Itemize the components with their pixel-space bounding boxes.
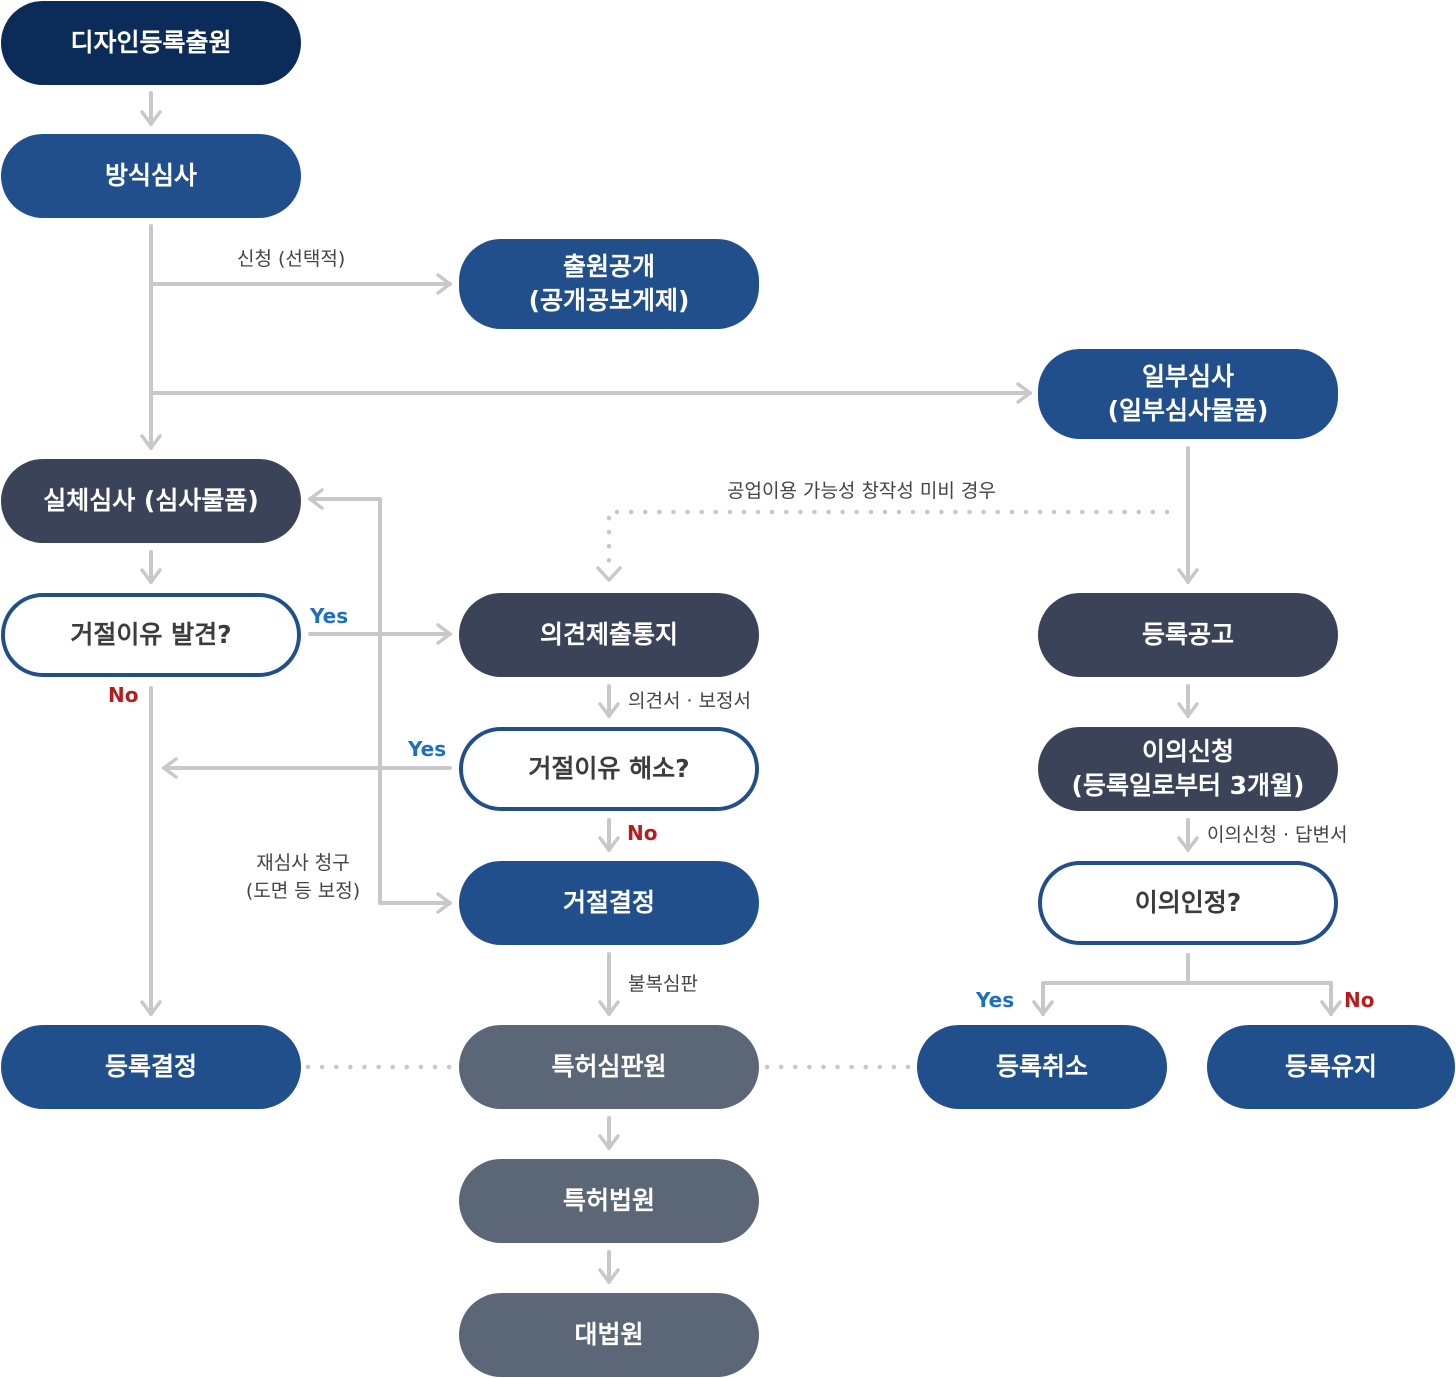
node-ip-tribunal: 특허심판원 xyxy=(459,1025,759,1109)
node-rejection-decision: 거절결정 xyxy=(459,861,759,945)
node-label: 대법원 xyxy=(574,1320,644,1349)
node-opinion-notice: 의견제출통지 xyxy=(459,593,759,677)
node-label-line2: (일부심사물품) xyxy=(1107,396,1269,425)
node-label: 거절이유 발견? xyxy=(70,620,232,649)
node-label: 특허법원 xyxy=(562,1186,655,1215)
node-label-line1: 출원공개 xyxy=(562,252,655,281)
node-label: 등록결정 xyxy=(104,1052,197,1081)
node-partial-exam: 일부심사 (일부심사물품) xyxy=(1038,349,1338,439)
node-rejection-resolved: 거절이유 해소? xyxy=(459,727,759,811)
node-label-line2: (공개공보게제) xyxy=(528,286,690,315)
node-label-line2: (등록일로부터 3개월) xyxy=(1071,771,1305,800)
branch-accepted xyxy=(1032,953,1190,1016)
node-substantive-exam: 실체심사 (심사물품) xyxy=(1,459,301,543)
node-registration-maintain: 등록유지 xyxy=(1207,1025,1455,1109)
node-opposition: 이의신청 (등록일로부터 3개월) xyxy=(1038,727,1338,811)
reexam-loop-up xyxy=(308,488,382,905)
node-label: 등록공고 xyxy=(1141,620,1234,649)
node-label: 등록유지 xyxy=(1284,1052,1377,1081)
label-yes-rejection-found: Yes xyxy=(310,604,349,628)
node-label: 디자인등록출원 xyxy=(70,28,232,57)
label-reexam-line1: 재심사 청구 xyxy=(256,852,350,874)
node-label: 이의인정? xyxy=(1134,888,1242,917)
node-patent-court: 특허법원 xyxy=(459,1159,759,1243)
label-reexam-request: 재심사 청구 (도면 등 보정) xyxy=(232,849,374,905)
label-yes-rejection-resolved: Yes xyxy=(408,737,447,761)
label-no-rejection-resolved: No xyxy=(627,821,658,845)
dotted-arrow-head xyxy=(596,566,622,582)
node-label: 거절이유 해소? xyxy=(528,754,690,783)
label-appeal: 불복심판 xyxy=(628,973,698,995)
label-yes-opposition-accepted: Yes xyxy=(976,988,1015,1012)
label-opposition-reply: 이의신청 · 답변서 xyxy=(1207,824,1348,846)
node-label: 등록취소 xyxy=(995,1052,1088,1081)
node-label: 특허심판원 xyxy=(551,1052,667,1081)
node-registration-cancel: 등록취소 xyxy=(917,1025,1167,1109)
label-industrial-use: 공업이용 가능성 창작성 미비 경우 xyxy=(727,480,996,502)
node-rejection-found: 거절이유 발견? xyxy=(1,593,301,677)
node-label: 거절결정 xyxy=(562,888,655,917)
node-registration-notice: 등록공고 xyxy=(1038,593,1338,677)
node-publication: 출원공개 (공개공보게제) xyxy=(459,239,759,329)
node-design-application: 디자인등록출원 xyxy=(1,1,301,85)
label-opinion-amendment: 의견서 · 보정서 xyxy=(628,690,751,712)
node-label: 실체심사 (심사물품) xyxy=(43,486,259,515)
label-no-opposition-accepted: No xyxy=(1344,988,1375,1012)
node-opposition-accepted: 이의인정? xyxy=(1038,861,1338,945)
label-optional-request: 신청 (선택적) xyxy=(237,248,346,270)
node-registration-decision: 등록결정 xyxy=(1,1025,301,1109)
node-formality-exam: 방식심사 xyxy=(1,134,301,218)
node-label-line1: 이의신청 xyxy=(1141,737,1234,766)
branch-accepted-no xyxy=(1186,981,1342,1016)
dotted-industrial-use xyxy=(606,509,1170,575)
node-label: 의견제출통지 xyxy=(539,620,678,649)
node-supreme-court: 대법원 xyxy=(459,1293,759,1377)
label-no-rejection-found: No xyxy=(108,683,139,707)
label-reexam-line2: (도면 등 보정) xyxy=(245,880,361,902)
node-label: 방식심사 xyxy=(104,161,197,190)
node-label-line1: 일부심사 xyxy=(1141,362,1234,391)
